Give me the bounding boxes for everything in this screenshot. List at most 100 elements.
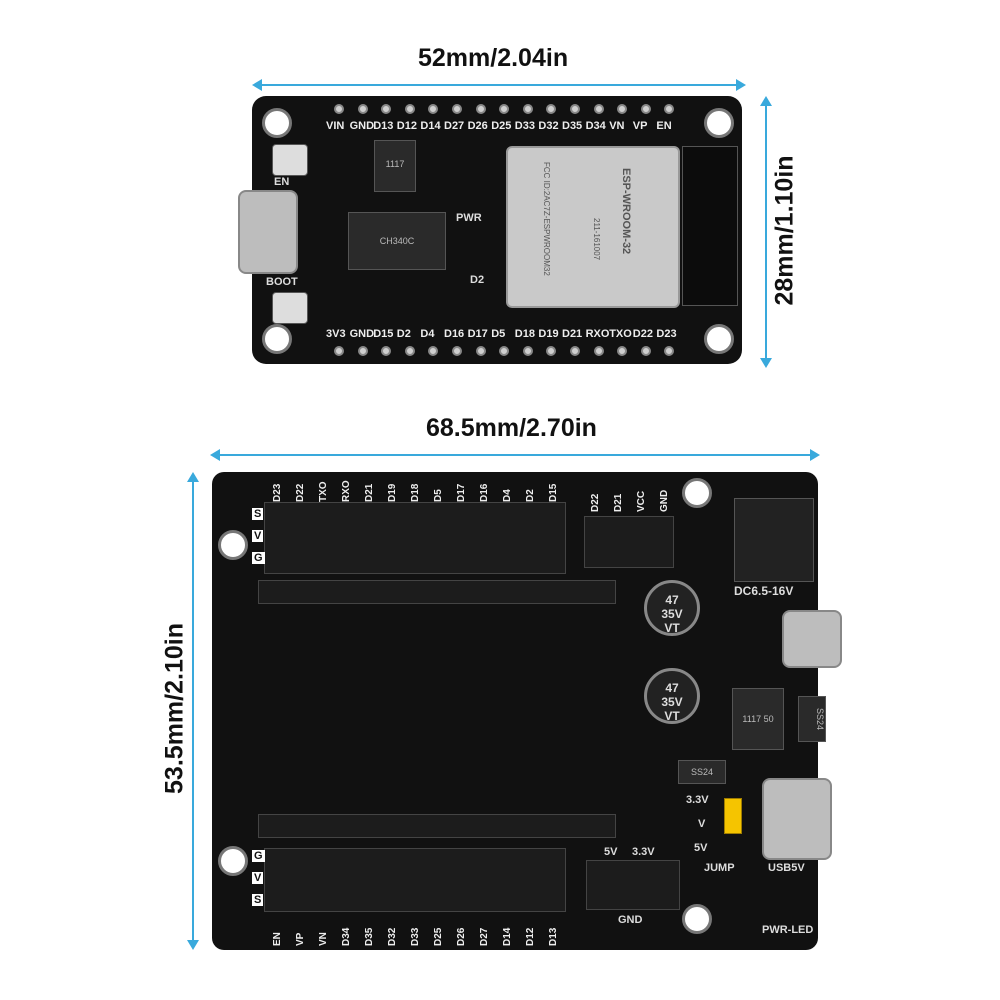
esp-top-pin-label: D33 xyxy=(514,120,535,132)
esp-wroom-module: ESP-WROOM-32 FCC ID:2AC7Z-ESPWROOM32 211… xyxy=(506,146,680,308)
esp-top-pin-d33[interactable] xyxy=(522,104,533,114)
esp-bottom-pin-label: D17 xyxy=(467,328,488,340)
esp-bottom-pin-d17[interactable] xyxy=(475,346,486,356)
pwr-led-label: PWR-LED xyxy=(762,924,814,936)
esp-bottom-pin-gnd[interactable] xyxy=(357,346,368,356)
regulator-chip: 1117 50 xyxy=(732,688,784,750)
esp-bottom-pin-label: D4 xyxy=(420,328,435,340)
esp-bottom-pin-label: D21 xyxy=(562,328,583,340)
capacitor-2: 47 35V VT xyxy=(644,668,700,724)
bottom-height-label: 53.5mm/2.10in xyxy=(160,623,189,794)
shield-top-row-label: V xyxy=(252,530,264,542)
shield-top-pin-label: D15 xyxy=(548,483,559,502)
voltage-jumper[interactable] xyxy=(724,798,742,834)
mount-hole-icon xyxy=(704,108,734,138)
shield-bottom-pin-label: VP xyxy=(295,932,306,946)
esp-bottom-pin-d15[interactable] xyxy=(381,346,392,356)
arrow-right-icon xyxy=(810,449,820,461)
diode-1: SS24 xyxy=(798,696,826,742)
esp-bottom-pin-rxo[interactable] xyxy=(593,346,604,356)
esp-bottom-pin-d18[interactable] xyxy=(522,346,533,356)
esp-top-pin-label: VN xyxy=(609,120,625,132)
usb5v-label: USB5V xyxy=(768,862,805,874)
shield-top-pin-label: D18 xyxy=(410,483,421,502)
top-width-line xyxy=(254,84,744,86)
arrow-right-icon xyxy=(736,79,746,91)
shield-bottom-pin-label: D25 xyxy=(433,927,444,946)
esp-top-pin-d35[interactable] xyxy=(570,104,580,114)
esp-top-pin-vn[interactable] xyxy=(617,104,628,114)
esp-bottom-pin-txo[interactable] xyxy=(617,346,628,356)
boot-button[interactable] xyxy=(272,292,308,324)
shield-bottom-row-label: V xyxy=(252,872,264,884)
top-header-block xyxy=(264,502,566,574)
esp-bottom-pin-d23[interactable] xyxy=(664,346,675,356)
esp-top-pin-label: GND xyxy=(349,120,375,132)
esp-top-pin-d14[interactable] xyxy=(428,104,439,114)
esp-bottom-pin-d22[interactable] xyxy=(640,346,651,356)
shield-top-pin-label: RXO xyxy=(341,480,352,502)
shield-bottom-pin-label: D12 xyxy=(525,927,536,946)
shield-top-pin-label: D5 xyxy=(433,489,444,502)
usb-c-port[interactable] xyxy=(762,778,832,860)
esp-top-pin-d25[interactable] xyxy=(499,104,510,114)
esp-top-pin-d13[interactable] xyxy=(381,104,392,114)
shield-bottom-pin-label: VN xyxy=(318,932,329,946)
esp-bottom-pin-label: RXO xyxy=(585,328,610,340)
micro-usb-port[interactable] xyxy=(782,610,842,668)
mount-hole-icon xyxy=(218,530,248,560)
top-height-label: 28mm/1.10in xyxy=(770,155,799,306)
boot-label: BOOT xyxy=(266,276,298,288)
esp-bottom-pin-label: 3V3 xyxy=(326,328,346,340)
esp-top-pin-label: D34 xyxy=(585,120,606,132)
esp-bottom-pin-d5[interactable] xyxy=(499,346,510,356)
jump-33-label: 3.3V xyxy=(686,794,709,806)
shield-bottom-pin-label: D35 xyxy=(364,927,375,946)
jump-label: JUMP xyxy=(704,862,735,874)
esp-top-pin-label: EN xyxy=(656,120,672,132)
esp-top-pin-d34[interactable] xyxy=(593,104,604,114)
shield-top-row-label: G xyxy=(252,552,265,564)
dc-barrel-jack[interactable] xyxy=(734,498,814,582)
shield-bottom-pin-label: D32 xyxy=(387,927,398,946)
esp-bottom-pin-label: D19 xyxy=(538,328,559,340)
esp-bottom-pin-3v3[interactable] xyxy=(334,346,344,356)
shield-top-pin-label: D4 xyxy=(502,489,513,502)
arrow-up-icon xyxy=(760,96,772,106)
shield-bottom-pin-label: D13 xyxy=(548,927,559,946)
en-button[interactable] xyxy=(272,144,308,176)
esp-top-pin-d12[interactable] xyxy=(404,104,415,114)
shield-aux-pin-label: GND xyxy=(659,489,670,512)
esp-top-pin-label: D27 xyxy=(444,120,465,132)
esp-top-pin-d26[interactable] xyxy=(475,104,486,114)
esp-bottom-pin-d4[interactable] xyxy=(428,346,439,356)
usb-c-port[interactable] xyxy=(238,190,298,274)
top-height-line xyxy=(765,98,767,366)
power-5v-label: 5V xyxy=(604,846,618,858)
d2-led-label: D2 xyxy=(470,274,485,286)
bottom-female-header xyxy=(258,814,616,838)
esp-bottom-pin-label: D5 xyxy=(491,328,506,340)
esp-top-pin-d32[interactable] xyxy=(546,104,557,114)
jump-5-label: 5V xyxy=(694,842,708,854)
esp-top-pin-vp[interactable] xyxy=(640,104,651,114)
shield-bottom-pin-label: EN xyxy=(272,932,283,946)
esp-bottom-pin-d21[interactable] xyxy=(570,346,580,356)
esp-bottom-pin-d2[interactable] xyxy=(404,346,415,356)
jump-v-label: V xyxy=(698,818,706,830)
esp-bottom-pin-d19[interactable] xyxy=(546,346,557,356)
esp-top-pin-vin[interactable] xyxy=(334,104,344,114)
esp-bottom-pin-d16[interactable] xyxy=(452,346,462,356)
esp-top-pin-label: D25 xyxy=(491,120,512,132)
esp-bottom-pin-label: D15 xyxy=(373,328,394,340)
shield-bottom-pin-label: D26 xyxy=(456,927,467,946)
esp-top-pin-d27[interactable] xyxy=(452,104,462,114)
bottom-width-label: 68.5mm/2.70in xyxy=(426,414,597,442)
esp-top-pin-gnd[interactable] xyxy=(357,104,368,114)
mount-hole-icon xyxy=(682,478,712,508)
esp-top-pin-en[interactable] xyxy=(664,104,675,114)
esp-bottom-pin-label: TXO xyxy=(609,328,632,340)
esp-bottom-pin-label: D22 xyxy=(632,328,653,340)
